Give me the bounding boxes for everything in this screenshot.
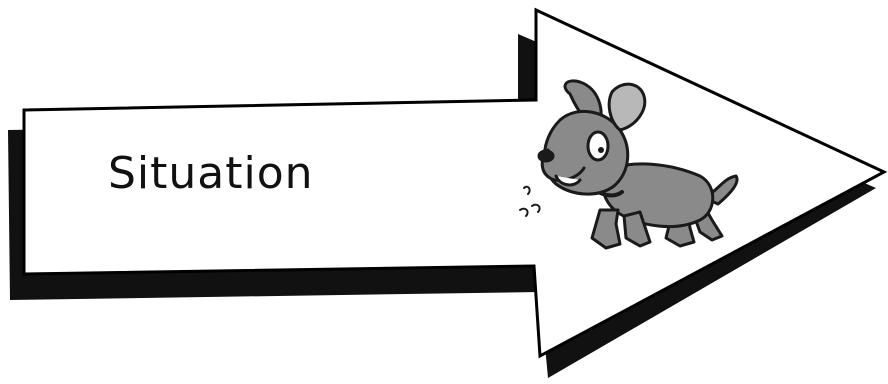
situation-label: Situation bbox=[108, 152, 314, 196]
